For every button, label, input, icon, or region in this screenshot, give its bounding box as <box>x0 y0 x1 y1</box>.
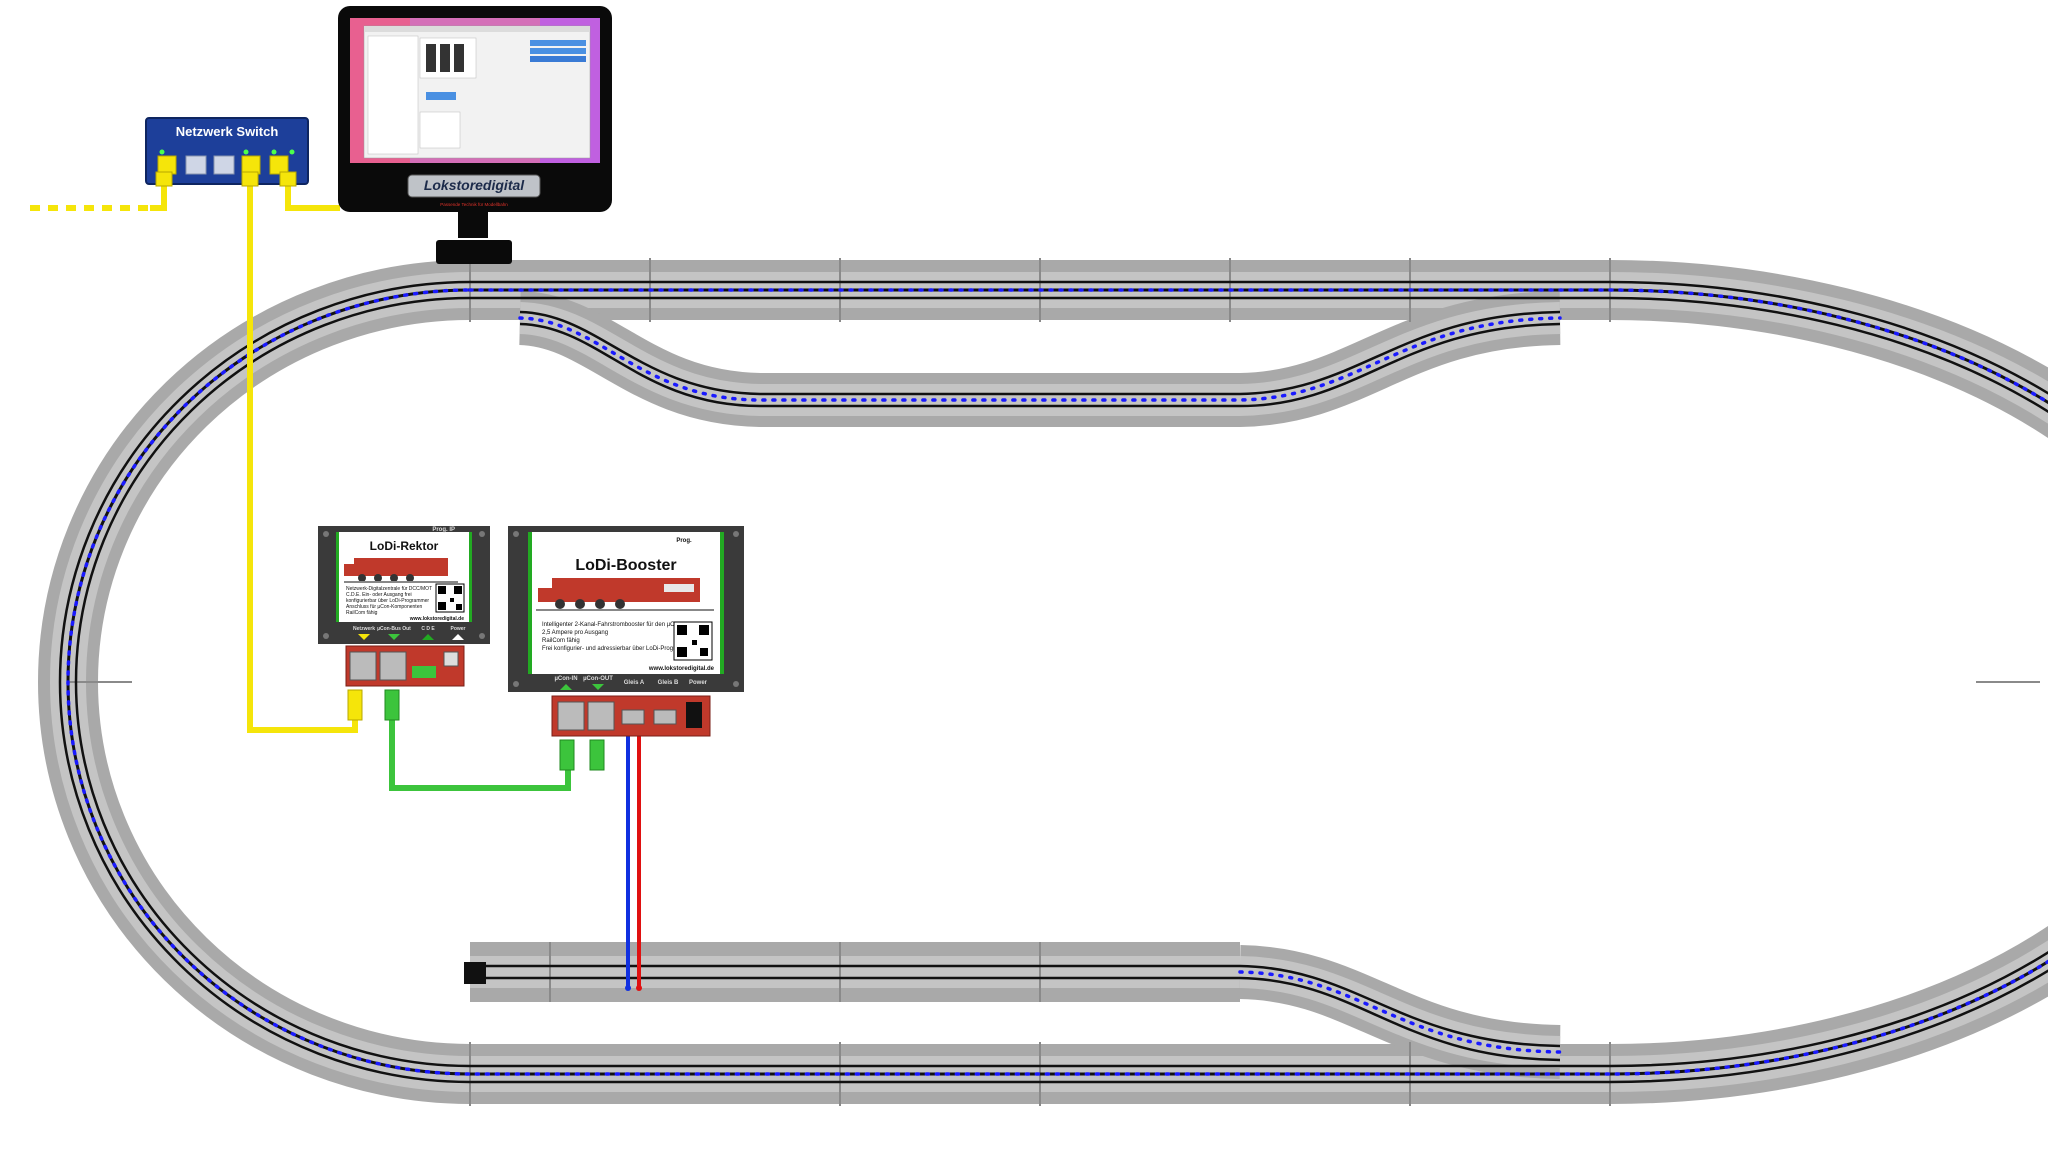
rektor-title: LoDi-Rektor <box>370 539 439 553</box>
booster-url: www.lokstoredigital.de <box>648 666 715 672</box>
feedback-dots <box>66 288 2048 1076</box>
brand-tagline: Passende Technik für Modellbahn <box>440 202 508 207</box>
monitor-brand-logo: Lokstoredigital Passende Technik für Mod… <box>407 174 541 207</box>
svg-text:2,5 Ampere pro Ausgang: 2,5 Ampere pro Ausgang <box>542 630 608 636</box>
svg-text:C.D.E. Ein- oder Ausgang frei: C.D.E. Ein- oder Ausgang frei <box>346 592 412 598</box>
network-switch: Netzwerk Switch <box>145 117 309 187</box>
track-feed-cables <box>625 724 642 991</box>
svg-text:RailCom fähig: RailCom fähig <box>542 638 580 644</box>
qr-code-icon <box>673 621 713 661</box>
switch-ports <box>157 149 295 175</box>
svg-text:Power: Power <box>450 626 465 632</box>
svg-text:µCon-IN: µCon-IN <box>554 676 577 682</box>
svg-text:Intelligenter 2-Kanal-Fahrstro: Intelligenter 2-Kanal-Fahrstrombooster f… <box>542 622 694 628</box>
rektor-feature-list: Netzwerk-Digitalzentrale für DCC/MOT C.D… <box>346 586 432 616</box>
locomotive-icon <box>344 558 458 583</box>
svg-text:µCon-Bus Out: µCon-Bus Out <box>377 626 411 632</box>
svg-text:C D E: C D E <box>421 626 435 632</box>
booster-port-labels: µCon-IN µCon-OUT Gleis A Gleis B Power <box>554 676 707 686</box>
rektor-bus-plug <box>384 689 400 721</box>
booster-feature-list: Intelligenter 2-Kanal-Fahrstrombooster f… <box>542 622 694 652</box>
svg-text:Gleis A: Gleis A <box>624 680 645 686</box>
svg-text:Netzwerk: Netzwerk <box>353 626 375 632</box>
svg-text:Anschluss für µCon-Komponenten: Anschluss für µCon-Komponenten <box>346 604 422 610</box>
buffer-stop <box>464 962 486 984</box>
rektor-top-label: Prog. IP <box>432 527 455 533</box>
svg-text:Power: Power <box>689 680 708 686</box>
switch-plug-icons <box>155 171 297 187</box>
switch-label: Netzwerk Switch <box>176 124 279 139</box>
booster-title: LoDi-Booster <box>575 557 676 574</box>
svg-text:konfigurierbar über LoDi-Progr: konfigurierbar über LoDi-Programmer <box>346 598 429 604</box>
rektor-port-arrows <box>358 634 464 640</box>
rektor-network-plug <box>347 689 363 721</box>
svg-text:Frei konfigurier- und adressie: Frei konfigurier- und adressierbar über … <box>542 646 694 652</box>
track-rails <box>58 280 2048 1084</box>
network-cables <box>30 180 358 733</box>
svg-text:µCon-OUT: µCon-OUT <box>583 676 613 682</box>
locomotive-icon <box>536 578 714 611</box>
screen-app-window <box>363 25 591 159</box>
svg-text:Netzwerk-Digitalzentrale für D: Netzwerk-Digitalzentrale für DCC/MOT <box>346 586 432 592</box>
booster-bus-out-plug <box>589 739 605 771</box>
booster-top-label: Prog. <box>676 538 692 544</box>
rektor-port-labels: Netzwerk µCon-Bus Out C D E Power <box>353 626 466 632</box>
brand-logo-text: Lokstoredigital <box>424 177 525 193</box>
monitor: Lokstoredigital Passende Technik für Mod… <box>338 6 612 264</box>
booster-port-arrows <box>560 684 604 690</box>
lodi-rektor: Prog. IP LoDi-Rektor Netzwerk-Digitalzen… <box>318 526 490 721</box>
svg-text:RailCom fähig: RailCom fähig <box>346 610 378 616</box>
booster-bus-in-plug <box>559 739 575 771</box>
lodi-booster: Prog. LoDi-Booster Intelligenter 2-Kanal… <box>508 526 744 771</box>
qr-code-icon <box>435 583 465 613</box>
bus-cable <box>389 716 571 791</box>
rektor-url: www.lokstoredigital.de <box>409 616 464 622</box>
svg-text:Gleis B: Gleis B <box>658 680 679 686</box>
monitor-stand <box>458 212 488 238</box>
